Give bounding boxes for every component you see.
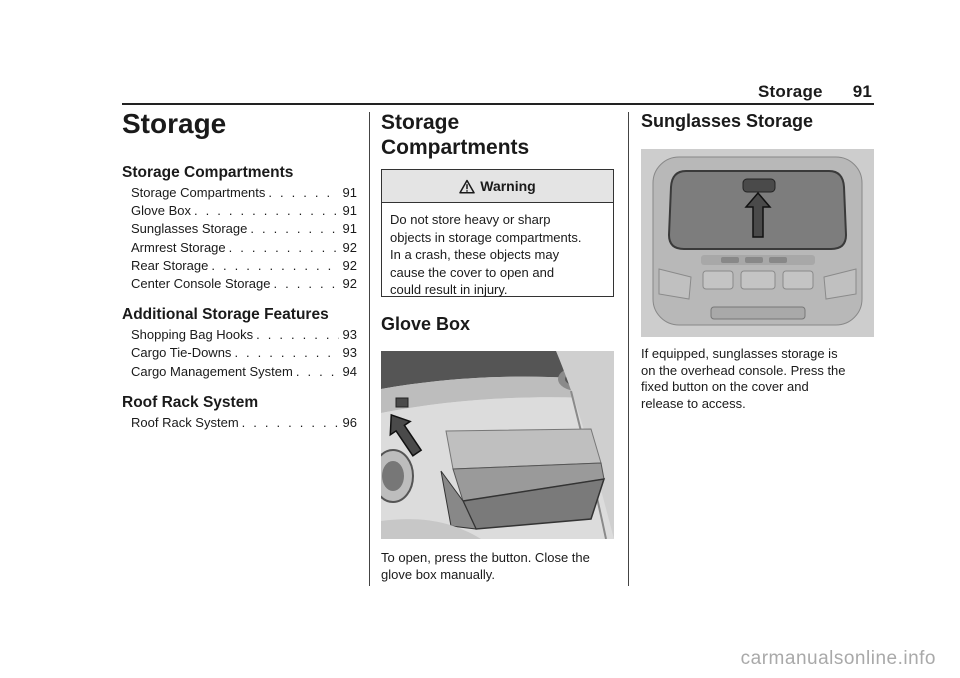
toc-entry-text: Sunglasses Storage <box>131 221 248 237</box>
toc-entry-page: 92 <box>342 239 357 255</box>
glove-box-heading: Glove Box <box>381 314 471 334</box>
leader-dots <box>273 275 338 293</box>
toc-entry[interactable]: Glove Box 91 <box>122 202 357 220</box>
watermark: carmanualsonline.info <box>740 648 936 669</box>
toc-entry[interactable]: Sunglasses Storage 91 <box>122 220 357 238</box>
toc-entry-text: Armrest Storage <box>131 239 226 255</box>
section-title-line: Compartments <box>381 136 530 159</box>
warning-line: Do not store heavy or sharp <box>390 212 551 227</box>
toc-entry-text: Rear Storage <box>131 257 209 273</box>
leader-dots <box>211 257 338 275</box>
caption-line: To open, press the button. Close the <box>381 550 590 565</box>
toc-heading: Roof Rack System <box>122 393 259 411</box>
warning-line: could result in injury. <box>390 282 508 297</box>
warning-line: In a crash, these objects may <box>390 247 560 262</box>
column-divider-2 <box>628 112 629 586</box>
warning-label: Warning <box>480 178 536 194</box>
toc-entry-page: 92 <box>342 276 357 292</box>
up-arrow-icon <box>389 413 423 457</box>
toc-entry[interactable]: Roof Rack System 96 <box>122 414 357 432</box>
caption-line: on the overhead console. Press the <box>641 362 846 378</box>
toc-entry[interactable]: Cargo Tie-Downs 93 <box>122 344 357 362</box>
toc-entry-page: 96 <box>342 414 357 430</box>
toc-entry-text: Storage Compartments <box>131 185 266 200</box>
toc-entry-text: Roof Rack System <box>131 414 239 430</box>
warning-text: Do not store heavy or sharp objects in s… <box>382 203 613 299</box>
leader-dots <box>229 239 339 257</box>
chapter-title: Storage <box>122 108 227 139</box>
toc-entry-text: Shopping Bag Hooks <box>131 327 254 343</box>
toc-entry[interactable]: Center Console Storage 92 <box>122 275 357 293</box>
warning-header: Warning <box>382 170 613 203</box>
leader-dots <box>268 184 338 202</box>
toc-heading: Storage Compartments <box>122 164 294 181</box>
toc-entry-page: 94 <box>342 363 357 379</box>
toc-entry[interactable]: Shopping Bag Hooks 93 <box>122 326 357 344</box>
toc-entry-text: Glove Box <box>131 203 191 219</box>
header-rule <box>122 103 874 105</box>
toc-entry[interactable]: Armrest Storage 92 <box>122 239 357 257</box>
running-header-section: Storage <box>757 82 823 101</box>
toc-entry[interactable]: Storage Compartments 91 <box>122 184 357 202</box>
warning-triangle-icon <box>459 179 475 194</box>
sunglasses-heading: Sunglasses Storage <box>641 111 814 131</box>
warning-line: objects in storage compartments. <box>390 229 582 245</box>
column-divider-1 <box>369 112 370 586</box>
toc-entry-text: Center Console Storage <box>131 276 271 292</box>
leader-dots <box>250 220 338 238</box>
table-of-contents: Storage Compartments Storage Compartment… <box>122 164 357 432</box>
caption-line: If equipped, sunglasses storage is <box>641 346 838 361</box>
glove-box-illustration <box>381 351 614 539</box>
caption-line: release to access. <box>641 395 746 411</box>
toc-entry-text: Cargo Tie-Downs <box>131 345 232 361</box>
toc-entry[interactable]: Rear Storage 92 <box>122 257 357 275</box>
toc-entry[interactable]: Cargo Management System 94 <box>122 363 357 381</box>
toc-entry-page: 91 <box>342 221 357 237</box>
running-header: Storage 91 <box>758 82 872 102</box>
caption-line: fixed button on the cover and <box>641 379 809 394</box>
section-title-line: Storage <box>381 111 460 134</box>
section-title: Storage Compartments <box>381 110 621 160</box>
leader-dots <box>256 326 338 344</box>
toc-entry-text: Cargo Management System <box>131 363 293 379</box>
sunglasses-caption: If equipped, sunglasses storage is on th… <box>641 346 881 412</box>
caption-line: glove box manually. <box>381 566 495 582</box>
sunglasses-storage-illustration <box>641 149 874 337</box>
leader-dots <box>296 363 339 381</box>
up-arrow-icon <box>744 191 772 238</box>
leader-dots <box>234 344 338 362</box>
warning-line: cause the cover to open and <box>390 264 555 280</box>
leader-dots <box>242 414 339 432</box>
toc-entry-page: 91 <box>342 203 357 219</box>
toc-entry-page: 91 <box>342 185 357 200</box>
toc-entry-page: 93 <box>342 345 357 361</box>
glove-box-caption: To open, press the button. Close the glo… <box>381 550 621 583</box>
toc-heading: Additional Storage Features <box>122 306 329 324</box>
leader-dots <box>194 202 339 220</box>
warning-box: Warning Do not store heavy or sharp obje… <box>381 169 614 297</box>
toc-entry-page: 92 <box>342 257 357 273</box>
page-number: 91 <box>852 82 872 101</box>
toc-entry-page: 93 <box>342 327 357 343</box>
